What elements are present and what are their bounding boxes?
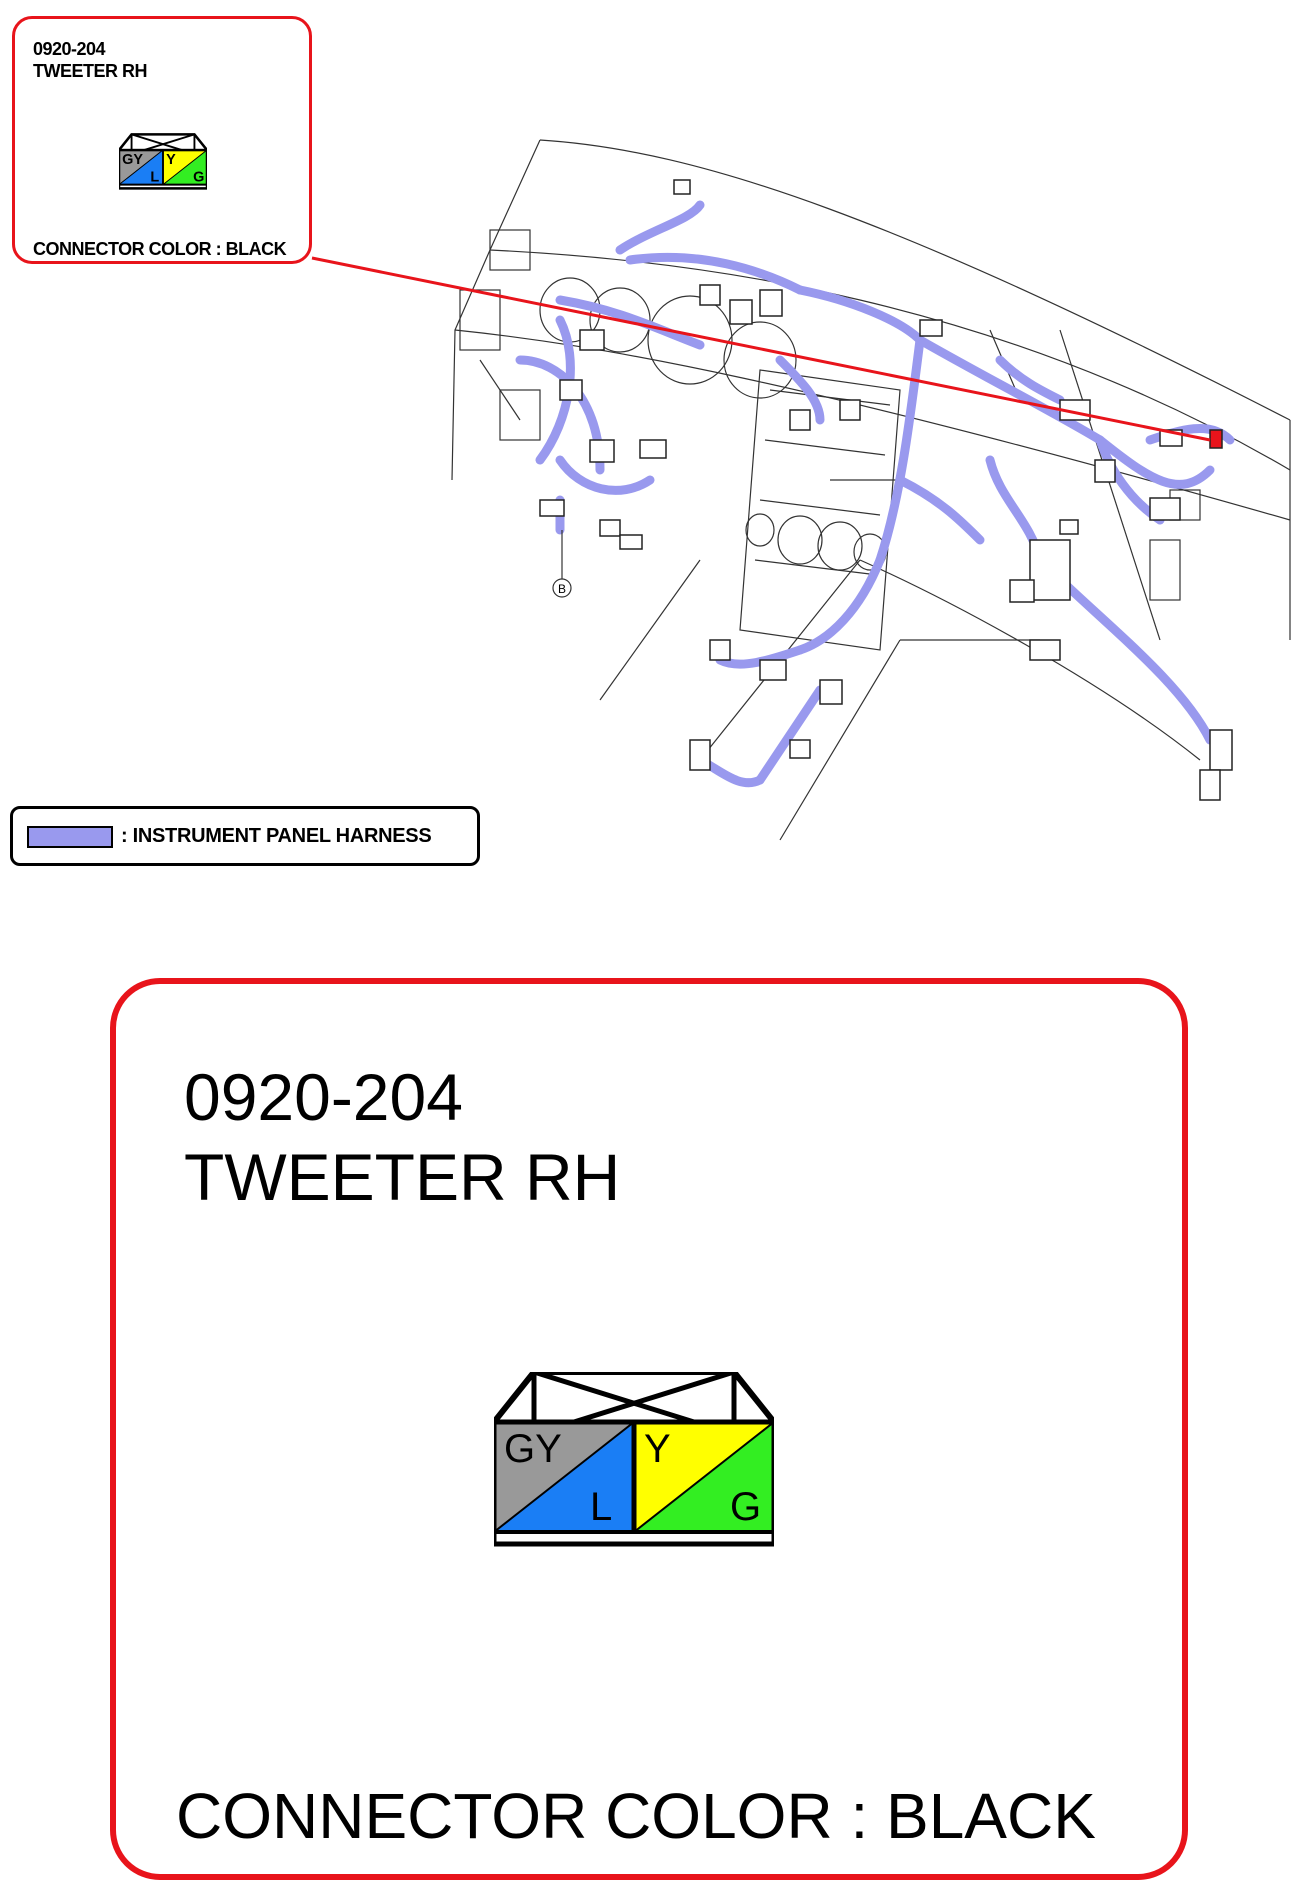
connector-face-small: GY L Y G [119,133,207,190]
pin-label-gy: GY [504,1427,562,1471]
svg-text:L: L [150,169,159,185]
instrument-panel-diagram: B [311,139,1291,841]
tweeter-rh-connector-marker [1209,429,1223,449]
svg-text:G: G [193,169,204,185]
connector-detail-large: 0920-204 TWEETER RH GY L Y G CONNECTOR C… [110,978,1188,1880]
detail-connector-color: CONNECTOR COLOR : BLACK [176,1780,1096,1852]
pin-label-g: G [730,1485,761,1529]
connector-face-large: GY L Y G [494,1372,774,1547]
connector-callout-small: 0920-204 TWEETER RH GY L Y G CONNECTOR C… [12,16,312,264]
pin-label-y: Y [644,1427,671,1471]
callout-connector-id: 0920-204 [33,39,106,59]
svg-text:GY: GY [122,152,143,168]
detail-connector-name: TWEETER RH [184,1140,621,1214]
harness-legend-label: : INSTRUMENT PANEL HARNESS [121,825,432,847]
svg-text:Y: Y [166,152,176,168]
pin-label-l: L [590,1485,612,1529]
callout-connector-color: CONNECTOR COLOR : BLACK [33,239,287,259]
harness-legend-swatch [27,826,113,848]
harness-legend: : INSTRUMENT PANEL HARNESS [10,806,480,866]
callout-connector-name: TWEETER RH [33,61,148,81]
callout-leader-line [311,256,1211,442]
ground-marker [552,578,572,598]
ground-marker-label: B [558,582,566,596]
detail-connector-id: 0920-204 [184,1060,463,1134]
